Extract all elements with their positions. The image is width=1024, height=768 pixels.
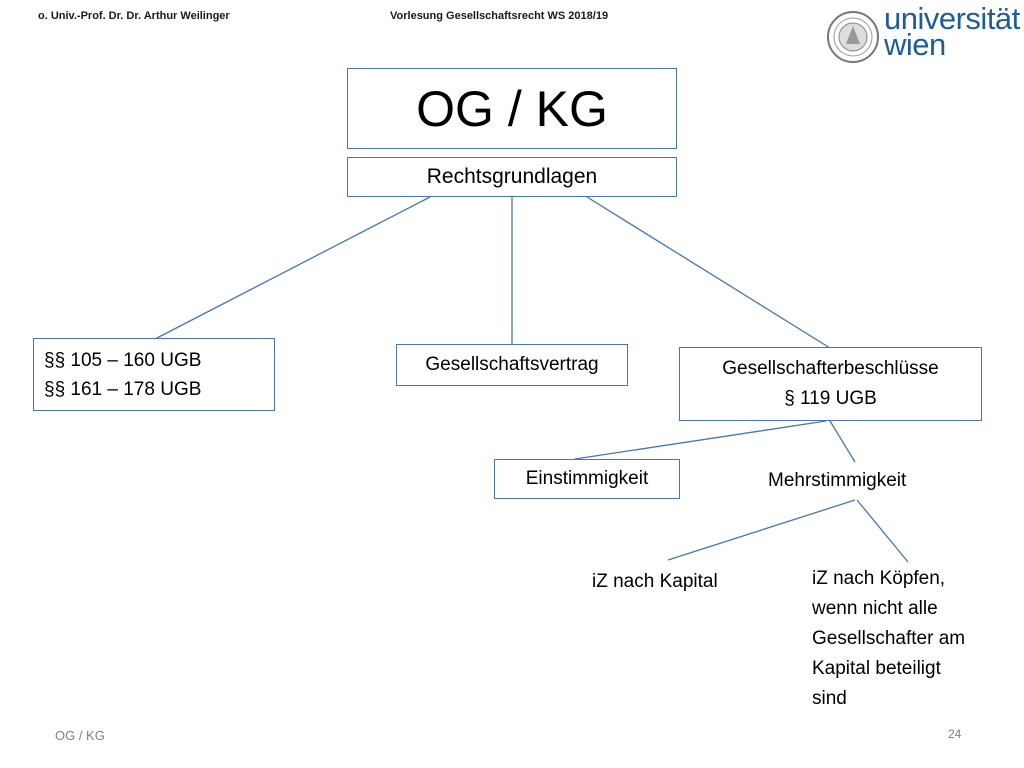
einstimmigkeit-box: Einstimmigkeit [494, 459, 680, 499]
header-lecture: Vorlesung Gesellschaftsrecht WS 2018/19 [390, 10, 609, 22]
line-root-ugb [154, 196, 431, 340]
logo-line2: wien [884, 27, 946, 62]
ugb-line2: §§ 161 – 178 UGB [44, 378, 202, 400]
ugb-box: §§ 105 – 160 UGB §§ 161 – 178 UGB [33, 338, 275, 411]
header-author: o. Univ.-Prof. Dr. Dr. Arthur Weilinger [38, 10, 230, 22]
root-box: Rechtsgrundlagen [347, 157, 677, 197]
koepfe-text: iZ nach Köpfen, wenn nicht alle Gesellsc… [812, 564, 965, 714]
mehrstimmigkeit-text: Mehrstimmigkeit [768, 470, 907, 491]
line-beschluesse-einstimmigkeit [574, 420, 827, 460]
beschluesse-box: Gesellschafterbeschlüsse § 119 UGB [679, 347, 982, 421]
koepfe-line: Kapital beteiligt [812, 658, 941, 679]
koepfe-line: Gesellschafter am [812, 628, 966, 649]
koepfe-line: sind [812, 688, 847, 709]
root-text: Rechtsgrundlagen [426, 165, 598, 188]
logo-line1: universität [884, 1, 1020, 36]
university-seal-icon [827, 11, 879, 63]
line-mehrstimmigkeit-kapital [667, 499, 856, 561]
ugb-line1: §§ 105 – 160 UGB [44, 349, 202, 371]
line-root-beschluesse [586, 196, 831, 349]
vertrag-box: Gesellschaftsvertrag [396, 344, 628, 386]
vertrag-text: Gesellschaftsvertrag [425, 354, 599, 375]
koepfe-line: wenn nicht alle [812, 598, 938, 619]
line-mehrstimmigkeit-koepfe [856, 499, 909, 563]
title-box: OG / KG [347, 68, 677, 149]
line-beschluesse-mehrstimmigkeit [829, 420, 856, 463]
kapital-text: iZ nach Kapital [592, 571, 718, 592]
beschluesse-line1: Gesellschafterbeschlüsse [722, 358, 939, 379]
page-number: 24 [948, 727, 962, 741]
title-text: OG / KG [416, 80, 608, 137]
university-logo-text: universität wien [884, 1, 1020, 62]
beschluesse-line2: § 119 UGB [784, 388, 877, 409]
footer-label: OG / KG [55, 728, 105, 743]
koepfe-line: iZ nach Köpfen, [812, 568, 946, 589]
einstimmigkeit-text: Einstimmigkeit [525, 468, 649, 489]
